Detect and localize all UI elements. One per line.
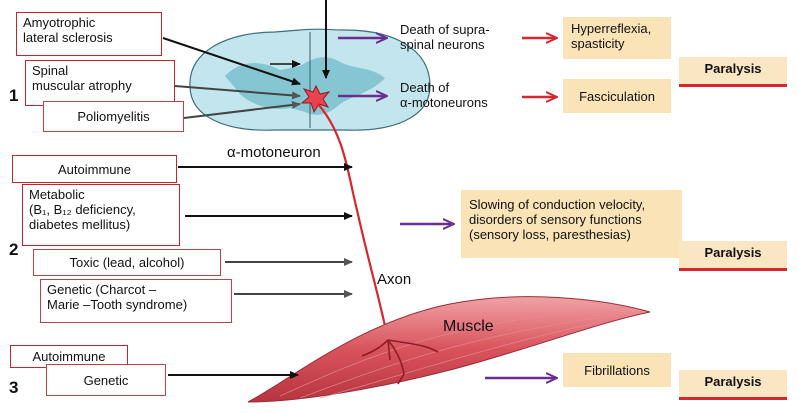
spinal-cord-section (190, 29, 430, 130)
muscle-label: Muscle (443, 319, 494, 334)
section-number-2: 2 (9, 240, 18, 260)
cause-als: Amyotrophic lateral sclerosis (16, 12, 162, 56)
result-slowing-conduction: Slowing of conduction velocity, disorder… (461, 190, 682, 258)
result-fibrillations: Fibrillations (563, 353, 671, 387)
cause-poliomyelitis: Poliomyelitis (43, 101, 184, 132)
result-fasciculation: Fasciculation (563, 79, 671, 113)
section-number-1: 1 (9, 86, 18, 106)
cause-autoimmune-nerve: Autoimmune (12, 155, 177, 183)
cause-genetic-charcot: Genetic (Charcot – Marie –Tooth syndrome… (40, 279, 232, 323)
effect-alpha-motoneuron-death: Death of α-motoneurons (400, 80, 488, 110)
cause-genetic-muscle: Genetic (46, 364, 166, 396)
effect-supraspinal-death: Death of supra- spinal neurons (400, 22, 490, 52)
section-number-3: 3 (9, 378, 18, 398)
result-hyperreflexia: Hyperreflexia, spasticity (563, 17, 671, 59)
alpha-motoneuron-label: α-motoneuron (227, 145, 321, 160)
paralysis-1: Paralysis (679, 57, 787, 87)
paralysis-2: Paralysis (679, 241, 787, 271)
axon-line (318, 104, 388, 340)
cause-metabolic: Metabolic (B₁, B₁₂ deficiency, diabetes … (22, 184, 180, 246)
cause-spinal-muscular-atrophy: Spinal muscular atrophy (25, 60, 175, 106)
cause-toxic: Toxic (lead, alcohol) (33, 249, 221, 276)
axon-label: Axon (377, 272, 411, 287)
paralysis-3: Paralysis (679, 370, 787, 400)
